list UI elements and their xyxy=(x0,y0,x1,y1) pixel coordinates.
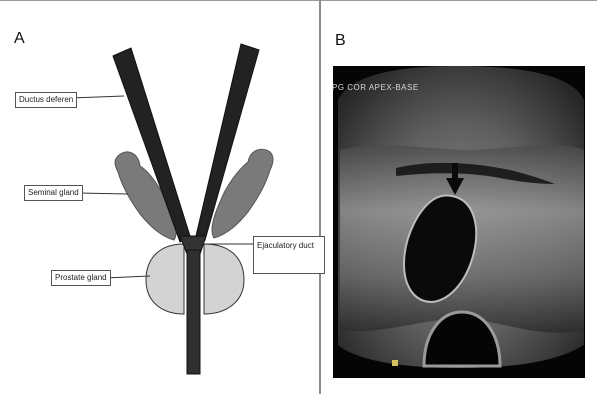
label-ejaculatory-duct: Ejaculatory duct xyxy=(253,236,325,274)
arrow-shaft xyxy=(452,163,458,180)
urethra xyxy=(187,250,200,374)
prostate-lobe-right xyxy=(204,244,244,314)
label-prostate-gland: Prostate gland xyxy=(51,270,111,286)
label-seminal-gland: Seminal gland xyxy=(24,185,83,201)
leader-prostate xyxy=(104,276,150,278)
ultrasound-overlay-text: PG COR APEX-BASE xyxy=(332,83,419,92)
leader-ductus xyxy=(71,96,124,98)
marker-dot xyxy=(392,360,398,366)
leader-seminal xyxy=(78,193,128,194)
prostate-lobe-left xyxy=(146,244,184,314)
label-ductus-deferens: Ductus deferen xyxy=(15,92,77,108)
